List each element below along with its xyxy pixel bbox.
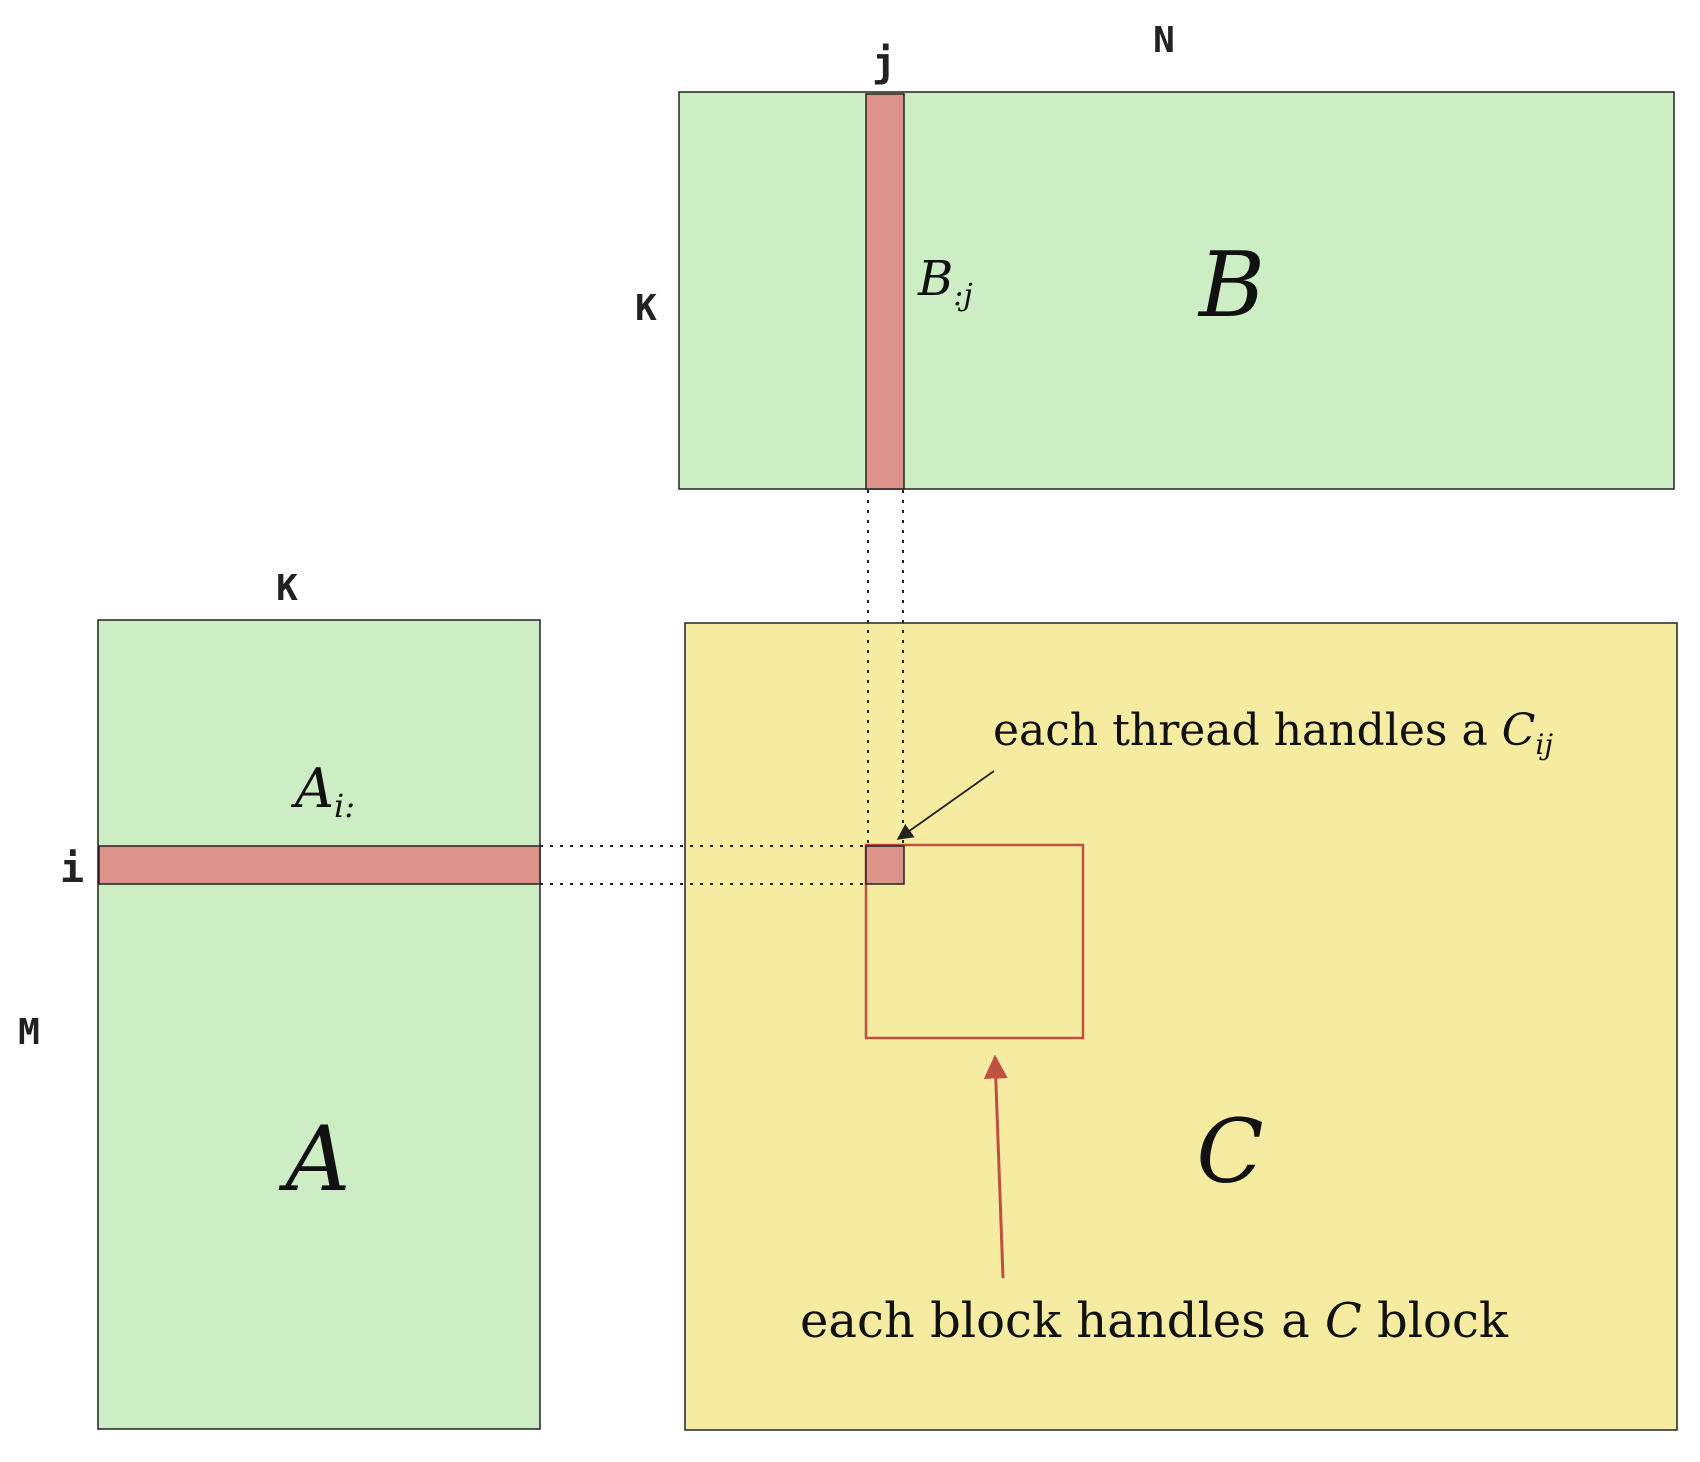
a-row-label: Ai: <box>290 757 355 825</box>
b-col-label: B:j <box>917 251 973 313</box>
c-block-outline <box>864 843 1085 1040</box>
c-ij-cell <box>865 845 905 885</box>
dim-j-label: j <box>872 40 896 86</box>
matrix-c-name: C <box>1196 1100 1263 1203</box>
dim-m-label: M <box>18 1012 40 1053</box>
projection-lines <box>540 490 904 885</box>
a-row-label-sub: i: <box>334 787 355 825</box>
b-col-label-sub: :j <box>953 278 972 313</box>
dim-n-label: N <box>1153 20 1175 61</box>
b-column-strip <box>865 93 905 490</box>
matrix-b-name: B <box>1197 233 1265 338</box>
thread-note-base: C <box>1502 705 1536 756</box>
block-note-mid: C <box>1325 1293 1362 1349</box>
dim-k-left-label: K <box>276 568 298 609</box>
block-note-before: each block handles a <box>800 1293 1325 1349</box>
block-note-after: block <box>1362 1293 1509 1349</box>
matrix-b <box>678 91 1675 490</box>
thread-note-sub: ij <box>1535 728 1553 761</box>
a-row-label-base: A <box>290 757 334 820</box>
block-arrow <box>983 1054 1008 1279</box>
dim-i-label: i <box>60 846 84 892</box>
a-row-strip <box>98 845 541 885</box>
dim-k-top-label: K <box>635 288 657 329</box>
matrix-a-name: A <box>279 1107 351 1212</box>
thread-note: each thread handles a Cij <box>993 705 1553 761</box>
b-col-label-base: B <box>917 251 953 307</box>
matrix-a <box>97 619 541 1430</box>
thread-arrow <box>896 770 995 840</box>
thread-note-text: each thread handles a <box>993 705 1502 756</box>
matrix-c <box>684 622 1678 1431</box>
block-note: each block handles a C block <box>800 1293 1509 1349</box>
